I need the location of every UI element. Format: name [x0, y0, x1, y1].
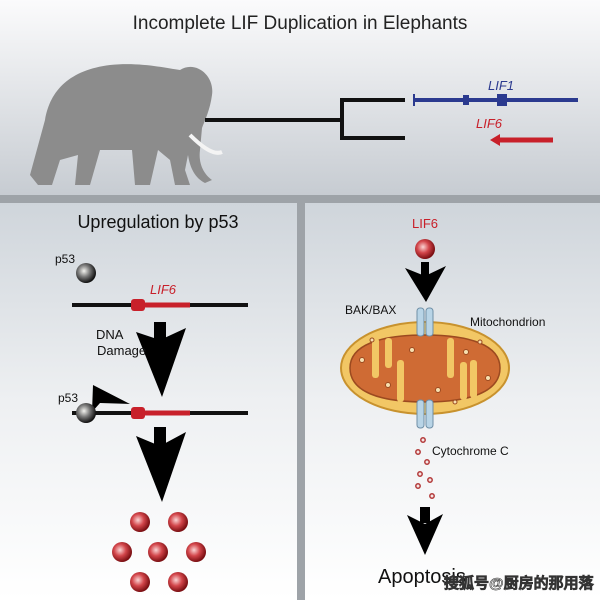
p53-protein-icon — [76, 263, 96, 283]
dna-damage-label-line1: DNA — [96, 327, 124, 342]
lif6-gene — [490, 134, 553, 146]
lif6-protein-icon — [148, 542, 168, 562]
gene-tree — [205, 98, 405, 140]
mitochondrion-label: Mitochondrion — [470, 315, 545, 329]
lif1-label: LIF1 — [488, 78, 514, 93]
transcription-arrow-icon — [92, 385, 130, 412]
p53-bound-label: p53 — [58, 391, 78, 405]
diagram-title: Incomplete LIF Duplication in Elephants — [133, 13, 468, 34]
down-arrow-icon — [407, 507, 443, 555]
bak-bax-label: BAK/BAX — [345, 303, 396, 317]
lif6-protein-icon — [112, 542, 132, 562]
lif6-protein-icon — [130, 572, 150, 592]
lif1-gene — [413, 94, 578, 106]
lif6-gene-label: LIF6 — [150, 282, 177, 297]
vertical-divider — [297, 203, 305, 600]
lif6-protein-icon — [168, 572, 188, 592]
lif6-protein-label: LIF6 — [412, 216, 438, 231]
cytochrome-c-dots — [415, 437, 435, 499]
lif6-protein-icon — [168, 512, 188, 532]
lif6-label: LIF6 — [476, 116, 503, 131]
upregulation-heading: Upregulation by p53 — [77, 212, 238, 232]
bak-bax-channel-icon — [416, 399, 434, 429]
horizontal-divider — [0, 195, 600, 203]
down-arrow-icon — [136, 427, 186, 502]
lif6-protein-icon — [130, 512, 150, 532]
p53-bound-icon — [76, 403, 96, 423]
dna-damage-label-line2: Damage — [97, 343, 146, 358]
p53-label: p53 — [55, 252, 75, 266]
down-arrow-icon — [136, 322, 186, 397]
elephant-icon — [30, 64, 213, 185]
activated-lif6-locus — [72, 407, 248, 419]
cytochrome-c-label: Cytochrome C — [432, 444, 509, 458]
apoptosis-label: Apoptosis — [378, 566, 466, 588]
watermark: 搜狐号@厨房的那用落 — [444, 574, 595, 592]
lif6-protein-icon — [186, 542, 206, 562]
lif6-locus — [72, 299, 248, 311]
mitochondrion-icon — [340, 321, 510, 415]
tusk-icon — [188, 133, 223, 155]
lif6-protein-icon — [415, 239, 435, 259]
bak-bax-channel-icon — [416, 307, 434, 337]
lif6-proteins — [112, 512, 206, 592]
down-arrow-icon — [405, 262, 446, 302]
